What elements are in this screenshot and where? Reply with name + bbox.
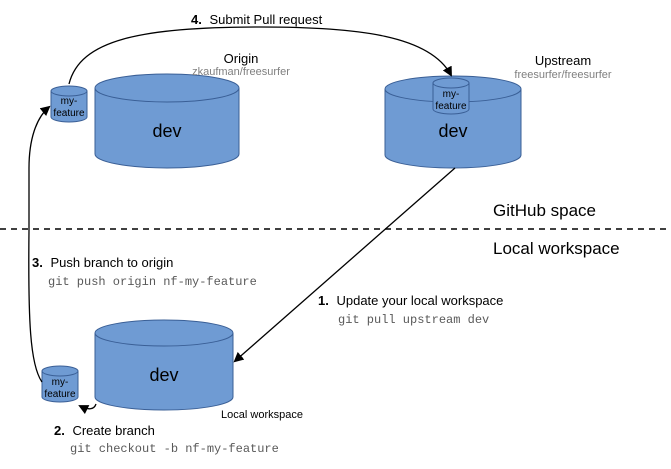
step2-label: 2. Create branch (54, 423, 155, 438)
upstream-cylinder-body (384, 89, 522, 169)
origin-branch-cylinder-top (50, 85, 88, 97)
step4-label: 4. Submit Pull request (191, 12, 323, 27)
upstream-branch-cylinder-top (432, 77, 470, 89)
github-space-label: GitHub space (493, 201, 596, 220)
step3-label: 3. Push branch to origin (32, 255, 173, 270)
step2-number: 2. (54, 423, 65, 438)
origin-feature-branch: my- feature (50, 85, 88, 123)
upstream-feature-branch: my- feature (432, 77, 470, 115)
local-branch-cylinder-body (41, 371, 79, 403)
origin-cylinder-body (94, 88, 240, 169)
step2-command: git checkout -b nf-my-feature (70, 442, 279, 456)
origin-branch-cylinder-body (50, 91, 88, 123)
step3-text: Push branch to origin (50, 255, 173, 270)
upstream-dev-label: dev (438, 121, 467, 141)
origin-dev-label: dev (152, 121, 181, 141)
local-workspace-region-label: Local workspace (493, 239, 620, 258)
origin-title: Origin (224, 51, 259, 66)
step1-number: 1. (318, 293, 329, 308)
step1-label: 1. Update your local workspace (318, 293, 503, 308)
local-branch-label-line1: my- (52, 377, 69, 388)
local-workspace-caption: Local workspace (221, 409, 303, 421)
origin-subtitle: zkaufman/freesurfer (192, 66, 290, 78)
pull-request-arrow (68, 26, 452, 85)
push-branch-arrow (28, 105, 51, 383)
local-cylinder-body (94, 333, 234, 411)
local-branch-cylinder-top (41, 365, 79, 377)
step4-text: Submit Pull request (209, 12, 322, 27)
origin-branch-label-line1: my- (61, 96, 78, 107)
upstream-branch-label-line2: feature (435, 101, 467, 112)
local-repo: dev Local workspace (94, 319, 303, 421)
local-cylinder-top (94, 319, 234, 347)
upstream-branch-label-line1: my- (443, 89, 460, 100)
local-branch-label-line2: feature (44, 389, 76, 400)
update-local-arrow (233, 167, 456, 363)
origin-repo: dev Origin zkaufman/freesurfer (94, 51, 290, 169)
origin-cylinder-top (94, 73, 240, 103)
upstream-repo: dev Upstream freesurfer/freesurfer (384, 53, 612, 169)
step1-text: Update your local workspace (336, 293, 503, 308)
step3-number: 3. (32, 255, 43, 270)
upstream-title: Upstream (535, 53, 591, 68)
step1-command: git pull upstream dev (338, 313, 489, 327)
upstream-subtitle: freesurfer/freesurfer (514, 69, 612, 81)
origin-branch-label-line2: feature (53, 108, 85, 119)
local-dev-label: dev (149, 365, 178, 385)
step2-text: Create branch (72, 423, 154, 438)
create-branch-arrow (78, 403, 97, 415)
step4-number: 4. (191, 12, 202, 27)
local-feature-branch: my- feature (41, 365, 79, 403)
upstream-branch-cylinder-body (432, 83, 470, 115)
step3-command: git push origin nf-my-feature (48, 275, 257, 289)
